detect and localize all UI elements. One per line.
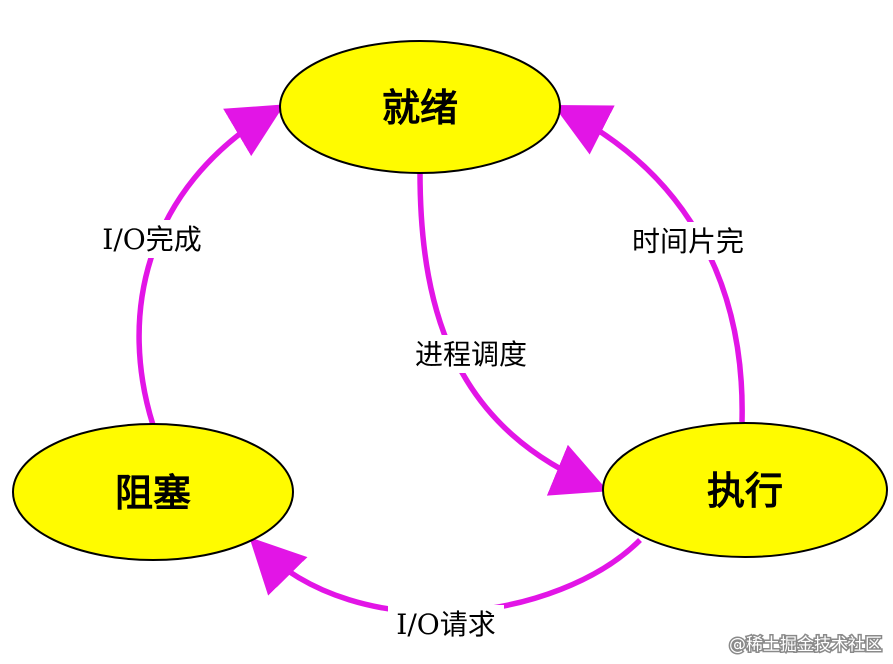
label-timeout: 时间片完 bbox=[632, 225, 744, 258]
label-bg-io-complete bbox=[92, 220, 212, 258]
state-running-label: 执行 bbox=[707, 468, 783, 513]
state-ready-ellipse bbox=[279, 40, 561, 174]
label-bg-dispatch bbox=[404, 335, 538, 373]
state-blocked-label: 阻塞 bbox=[115, 470, 191, 515]
state-blocked: 阻塞 bbox=[12, 423, 294, 561]
label-bg-io-request bbox=[388, 605, 504, 643]
state-blocked-ellipse bbox=[12, 423, 294, 561]
state-ready: 就绪 bbox=[279, 40, 561, 174]
label-io-complete: I/O完成 bbox=[102, 223, 201, 256]
edge-timeout bbox=[553, 104, 745, 423]
state-running-ellipse bbox=[602, 422, 888, 558]
state-running: 执行 bbox=[602, 422, 888, 558]
watermark-text: @稀土掘金技术社区 bbox=[729, 635, 882, 655]
edge-io-request bbox=[249, 537, 642, 616]
label-bg-timeout bbox=[622, 222, 754, 260]
label-io-request: I/O请求 bbox=[396, 608, 495, 641]
edge-dispatch bbox=[417, 171, 609, 496]
label-dispatch: 进程调度 bbox=[415, 338, 527, 371]
state-ready-label: 就绪 bbox=[382, 85, 458, 130]
edge-io-complete bbox=[136, 104, 285, 426]
